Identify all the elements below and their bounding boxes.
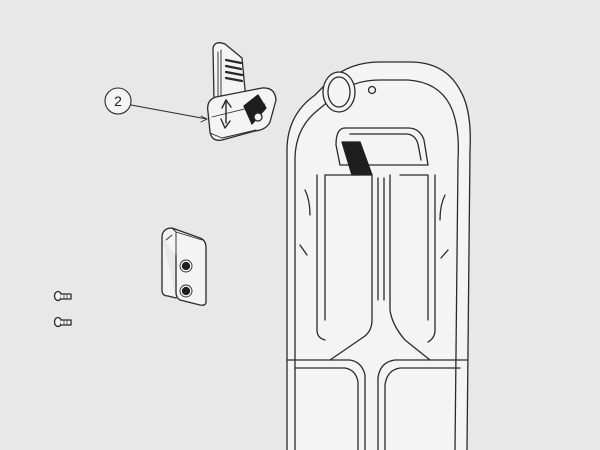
callout-2 bbox=[104, 87, 208, 123]
release-lever bbox=[207, 42, 277, 141]
housing bbox=[286, 61, 471, 450]
screw bbox=[53, 290, 72, 302]
direction-arrow-icon bbox=[220, 99, 232, 129]
grip-ridges bbox=[224, 58, 244, 83]
mounting-bracket bbox=[161, 227, 207, 306]
screw bbox=[53, 316, 72, 328]
